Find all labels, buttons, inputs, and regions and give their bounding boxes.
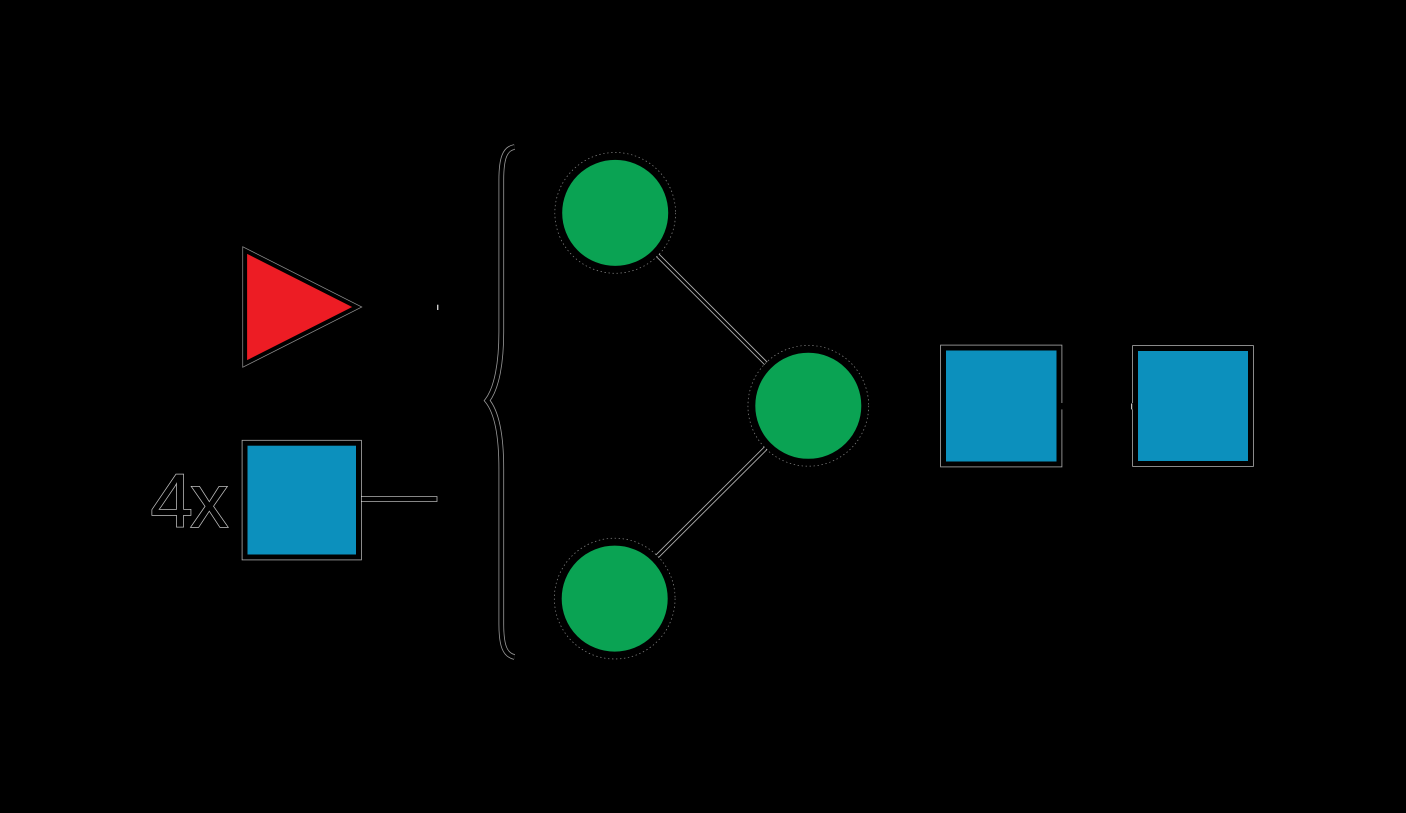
svg-text:4x: 4x — [151, 459, 229, 544]
